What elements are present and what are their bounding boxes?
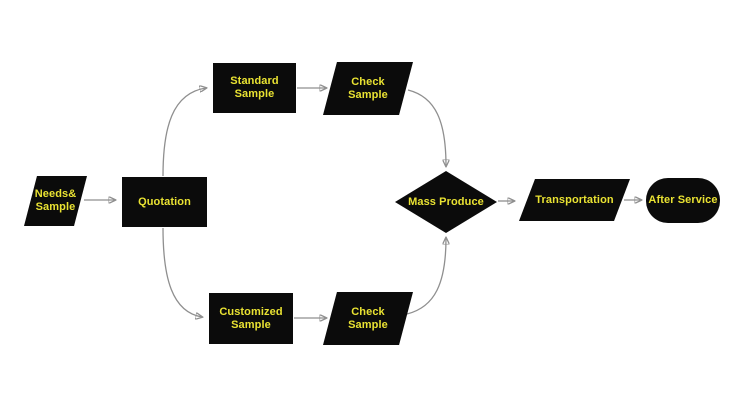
node-standard-sample-label-line2: Sample — [234, 88, 275, 100]
node-check-sample-top-label-line1: Check — [351, 75, 385, 88]
node-check-sample-bottom-label-line2: Sample — [348, 318, 388, 331]
node-after-service-label: After Service — [648, 194, 718, 206]
node-customized-sample-label-line2: Sample — [231, 318, 271, 331]
edge-check-bottom-to-mass — [406, 238, 446, 315]
node-after-service: After Service — [646, 178, 720, 223]
node-check-sample-top: Check Sample — [323, 62, 413, 115]
node-standard-sample-label-line1: Standard — [230, 75, 279, 87]
node-customized-sample: Customized Sample — [209, 293, 293, 344]
node-quotation-label: Quotation — [138, 195, 191, 208]
node-check-sample-bottom: Check Sample — [323, 292, 413, 345]
node-customized-sample-label-line1: Customized — [219, 305, 283, 318]
node-needs-sample: Needs& Sample — [24, 176, 87, 226]
edge-quotation-to-customized — [162, 227, 202, 317]
node-transportation-label: Transportation — [535, 193, 614, 206]
node-transportation: Transportation — [519, 179, 630, 221]
node-check-sample-bottom-label-line1: Check — [351, 305, 385, 318]
node-standard-sample: Standard Sample — [213, 63, 296, 113]
node-quotation: Quotation — [122, 177, 207, 227]
node-mass-produce-label: Mass Produce — [408, 195, 484, 208]
node-needs-sample-label-line1: Needs& — [34, 188, 77, 200]
node-needs-sample-label-line2: Sample — [35, 201, 76, 213]
node-mass-produce: Mass Produce — [395, 171, 497, 233]
edge-quotation-to-standard — [162, 88, 206, 177]
edge-check-top-to-mass — [407, 89, 446, 166]
node-check-sample-top-label-line2: Sample — [348, 88, 388, 101]
